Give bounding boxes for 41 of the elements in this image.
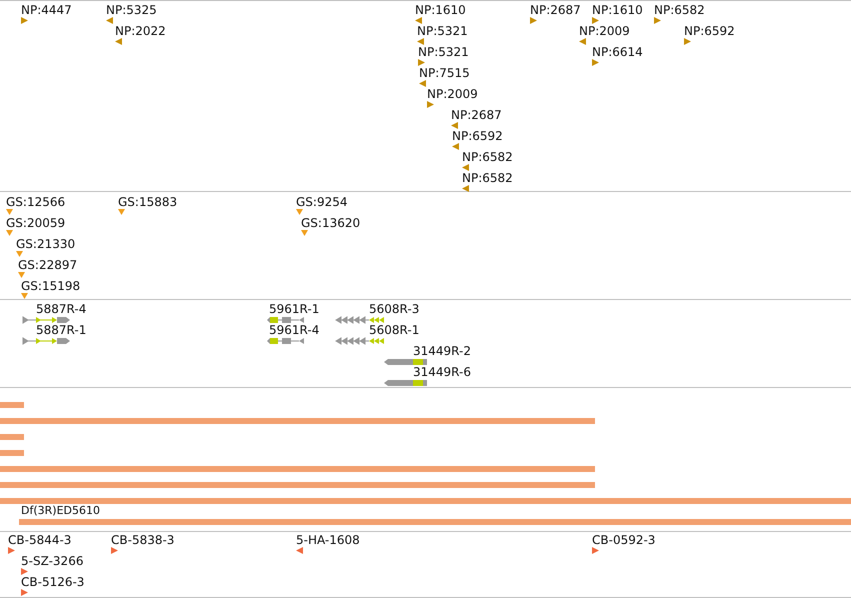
feature-label: GS:22897	[18, 258, 78, 272]
feature-label: NP:7515	[419, 66, 470, 80]
feature-label: GS:12566	[6, 195, 66, 209]
feature-label: GS:15198	[21, 279, 80, 293]
feature-label: GS:13620	[301, 216, 360, 230]
transcript-label: 5961R-4	[269, 323, 320, 337]
feature-label: NP:6592	[452, 129, 503, 143]
feature-label: CB-0592-3	[592, 533, 656, 547]
feature-label: NP:6582	[462, 171, 513, 185]
transcript-label: 5961R-1	[269, 302, 320, 316]
feature-label: NP:5321	[417, 24, 468, 38]
feature-label: NP:4447	[21, 3, 72, 17]
transcript-label: 5887R-1	[36, 323, 86, 337]
feature-label: NP:2009	[427, 87, 478, 101]
feature-label: NP:2687	[451, 108, 502, 122]
feature-label: NP:2022	[115, 24, 166, 38]
deletion-label: Df(3R)ED5610	[21, 505, 100, 517]
transcript-label: 5887R-4	[36, 302, 86, 316]
feature-label: GS:21330	[16, 237, 76, 251]
transcript-label: 5608R-3	[369, 302, 420, 316]
feature-label: NP:6582	[462, 150, 513, 164]
feature-label: GS:20059	[6, 216, 66, 230]
feature-label: CB-5844-3	[8, 533, 72, 547]
feature-label: NP:2009	[579, 24, 630, 38]
feature-label: NP:5321	[418, 45, 469, 59]
transcript-label: 31449R-6	[413, 365, 471, 379]
transcript-label: 5608R-1	[369, 323, 420, 337]
feature-label: GS:9254	[296, 195, 348, 209]
feature-label: 5-SZ-3266	[21, 554, 84, 568]
feature-label: NP:6592	[684, 24, 735, 38]
feature-label: GS:15883	[118, 195, 178, 209]
feature-label: NP:6582	[654, 3, 705, 17]
feature-label: NP:1610	[592, 3, 643, 17]
transcript-label: 31449R-2	[413, 344, 471, 358]
feature-label: CB-5838-3	[111, 533, 174, 547]
feature-label: 5-HA-1608	[296, 533, 360, 547]
feature-label: CB-5126-3	[21, 575, 84, 589]
feature-label: NP:6614	[592, 45, 643, 59]
feature-label: NP:1610	[415, 3, 466, 17]
feature-label: NP:5325	[106, 3, 157, 17]
feature-label: NP:2687	[530, 3, 581, 17]
